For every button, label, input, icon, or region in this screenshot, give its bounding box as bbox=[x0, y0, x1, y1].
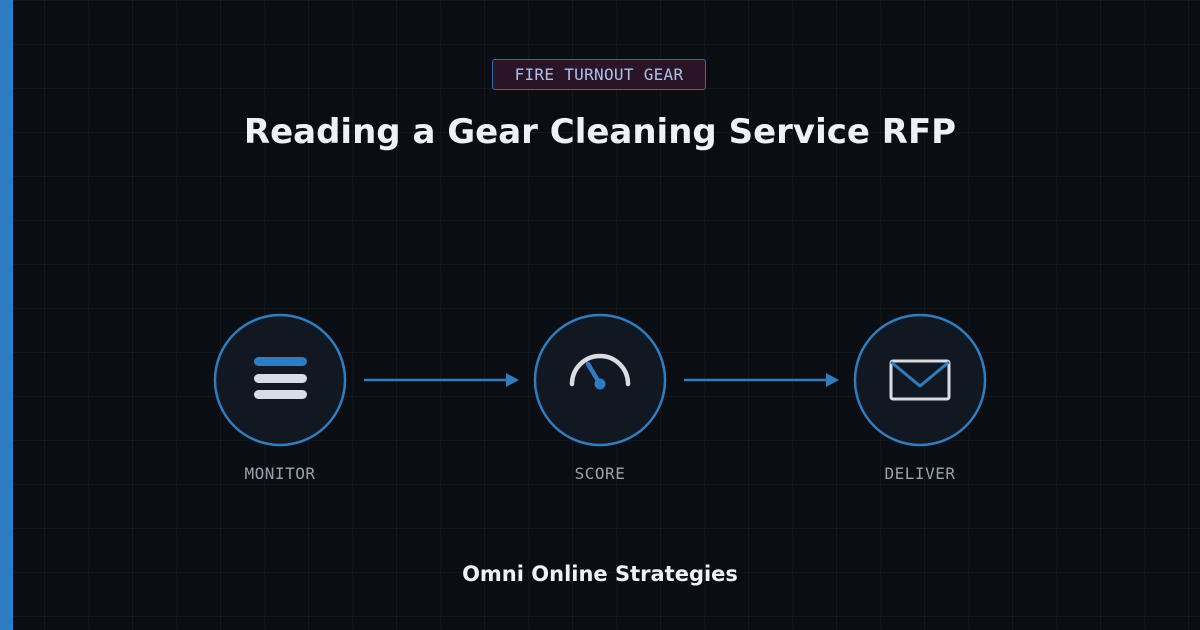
step-label-monitor: MONITOR bbox=[244, 464, 316, 483]
step-label-score: SCORE bbox=[574, 464, 626, 483]
step-monitor-node bbox=[213, 313, 347, 447]
envelope-icon bbox=[889, 359, 951, 401]
connector-score-to-deliver bbox=[684, 373, 839, 387]
list-lines-icon bbox=[254, 357, 307, 399]
step-label-deliver: DELIVER bbox=[884, 464, 956, 483]
brand-footer: Omni Online Strategies bbox=[462, 562, 738, 586]
step-deliver-node bbox=[853, 313, 987, 447]
page-title: Reading a Gear Cleaning Service RFP bbox=[243, 112, 957, 152]
gauge-icon bbox=[569, 353, 631, 390]
step-score-node bbox=[533, 313, 667, 447]
category-tag: FIRE TURNOUT GEAR bbox=[492, 59, 706, 90]
connector-monitor-to-score bbox=[364, 373, 519, 387]
left-accent-bar bbox=[0, 0, 13, 630]
